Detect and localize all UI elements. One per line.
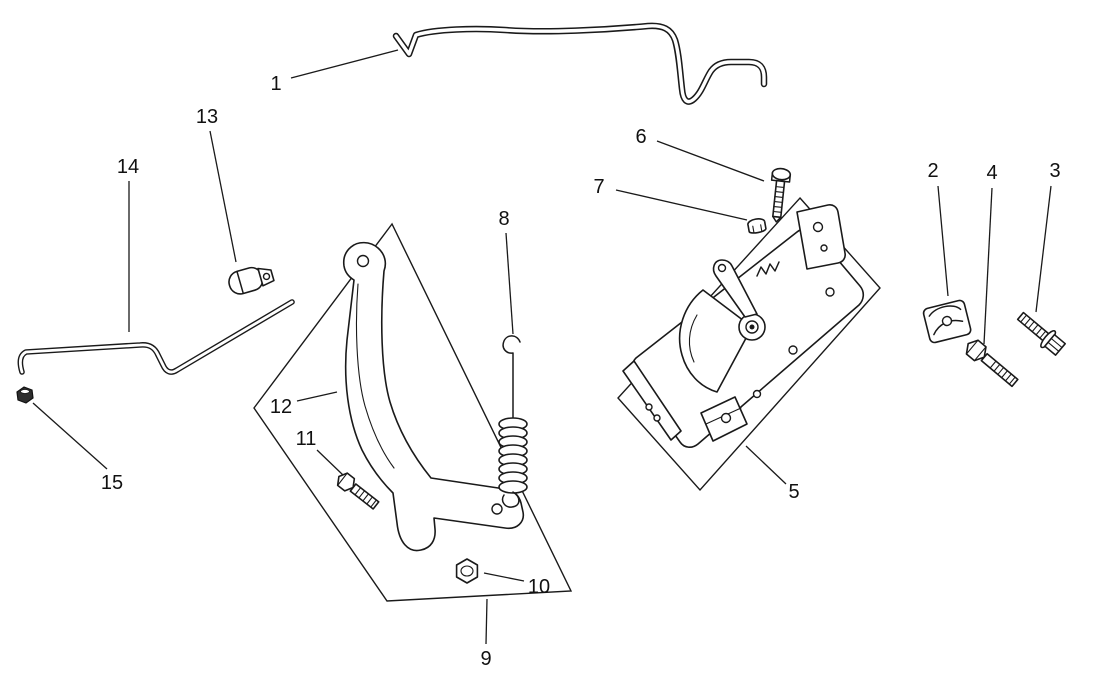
leader-line-10 (483, 572, 525, 582)
leader-line-4 (983, 187, 993, 345)
part-callout-11: 11 (296, 428, 317, 450)
part-13-rod-clamp (228, 266, 275, 295)
leader-line-11 (316, 449, 344, 476)
part-callout-5: 5 (788, 481, 799, 503)
part-callout-3: 3 (1049, 160, 1060, 182)
part-callout-4: 4 (986, 162, 997, 184)
part-callout-6: 6 (635, 126, 646, 148)
part-3-hex-flange-screw (1016, 311, 1067, 356)
part-10-hex-nut (455, 558, 479, 584)
part-callout-10: 10 (528, 576, 550, 598)
part-6-pan-head-screw (770, 167, 792, 223)
leader-line-12 (296, 391, 338, 402)
leader-line-6 (656, 140, 765, 182)
leader-line-15 (32, 402, 108, 470)
part-callout-1: 1 (270, 73, 281, 95)
leader-line-3 (1035, 185, 1052, 313)
leader-line-7 (615, 189, 748, 221)
leader-line-5 (745, 445, 787, 485)
leader-line-1 (290, 49, 399, 79)
part-callout-2: 2 (927, 160, 938, 182)
part-15-push-cap-nut (16, 386, 34, 404)
part-callout-12: 12 (270, 396, 292, 418)
part-callout-13: 13 (196, 106, 218, 128)
part-8-extension-spring (498, 335, 528, 508)
leader-line-13 (209, 130, 237, 263)
part-12-control-lever (342, 241, 525, 552)
part-5-control-bracket-assembly (622, 204, 865, 448)
part-callout-9: 9 (480, 648, 491, 670)
part-11-small-hex-bolt (336, 472, 380, 510)
part-callout-8: 8 (498, 208, 509, 230)
leader-line-8 (505, 232, 514, 335)
part-4-hex-bolt (965, 339, 1019, 388)
part-14-long-choke-rod (17, 299, 295, 375)
part-2-clip-nut (922, 299, 972, 344)
part-callout-7: 7 (593, 176, 604, 198)
leader-line-9 (485, 598, 488, 645)
part-1-bent-control-rod (392, 22, 768, 105)
part-callout-15: 15 (101, 472, 123, 494)
part-7-flange-nut (747, 218, 767, 234)
leader-line-2 (937, 185, 949, 297)
part-callout-14: 14 (117, 156, 139, 178)
